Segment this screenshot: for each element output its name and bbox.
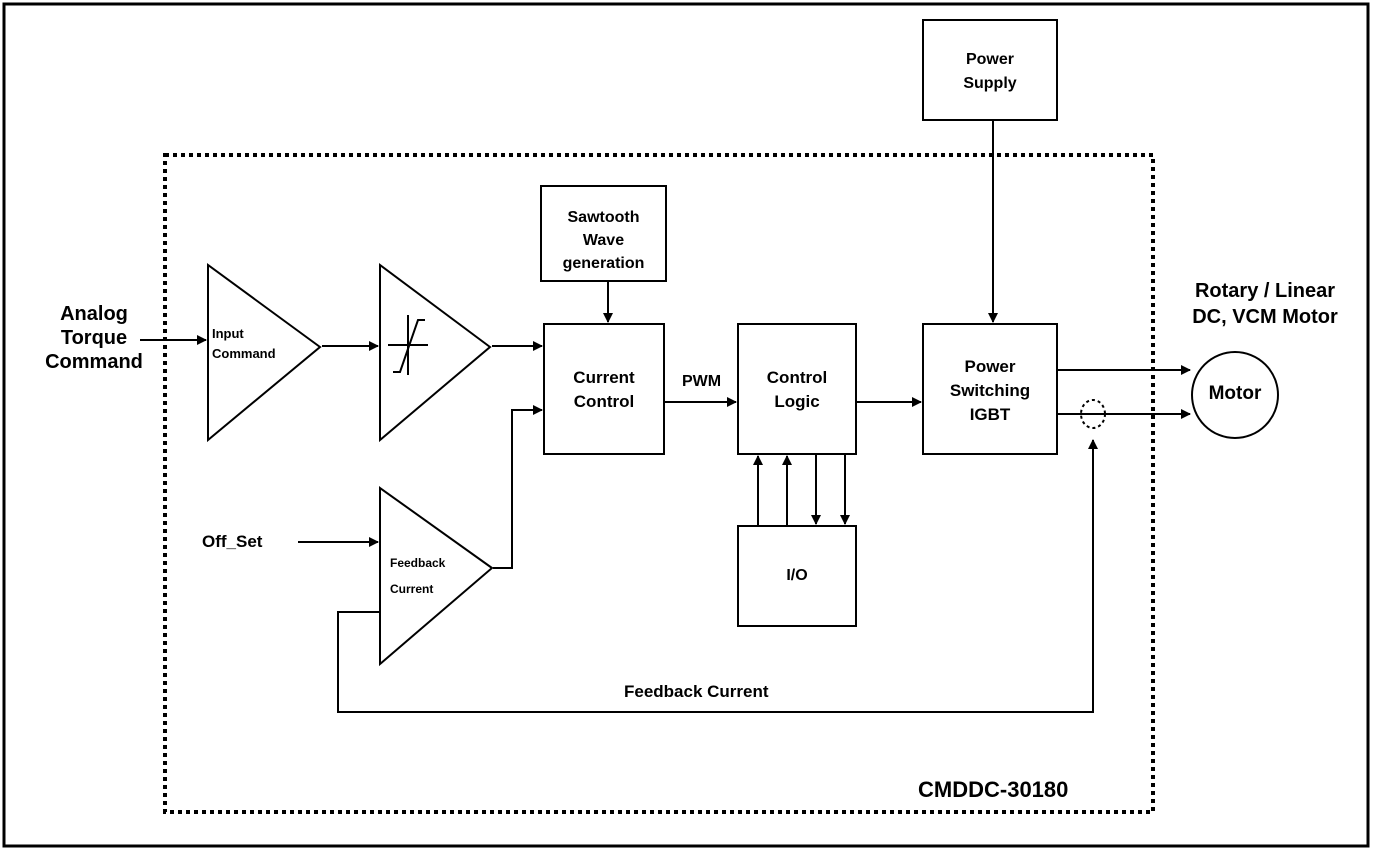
input-command-line1: Input [212, 326, 244, 341]
io-box [737, 525, 857, 627]
feedback-amp-line2: Current [390, 582, 434, 596]
control-logic-label: Control Logic [738, 366, 856, 414]
input-command-amplifier [207, 263, 322, 443]
motor-type-line2: DC, VCM Motor [1192, 306, 1338, 328]
feedback-current-loop-label: Feedback Current [624, 682, 769, 701]
motor-type-line1: Rotary / Linear [1194, 280, 1336, 302]
feedback-amp-line1: Feedback [390, 556, 446, 570]
current-control-label: Current Control [544, 366, 664, 414]
power-switching-line1: Power [964, 357, 1016, 376]
io-label: I/O [786, 567, 808, 584]
current-sensor-icon [1080, 399, 1106, 429]
pwm-label: PWM [682, 373, 722, 390]
power-switching-line3: IGBT [969, 405, 1011, 424]
feedback-current-amplifier [379, 486, 494, 667]
module-boundary [163, 153, 1155, 814]
power-supply-line1: Power [965, 51, 1014, 68]
sawtooth-box [540, 185, 667, 282]
control-logic-line1: Control [766, 368, 828, 387]
current-control-line2: Control [573, 392, 635, 411]
power-switching-line2: Switching [949, 381, 1031, 400]
control-logic-box [737, 323, 857, 455]
sawtooth-line3: generation [562, 255, 645, 272]
motor-label: Motor [1208, 383, 1262, 404]
sawtooth-line1: Sawtooth [567, 209, 640, 226]
motor-type-label: Rotary / Linear DC, VCM Motor [1160, 278, 1370, 330]
control-logic-line2: Logic [774, 392, 820, 411]
input-command-line2: Command [212, 346, 276, 361]
analog-line1: Analog [60, 303, 128, 325]
feedback-amp-label: Feedback Current [390, 550, 445, 602]
offset-label: Off_Set [202, 532, 263, 551]
analog-line3: Command [45, 351, 143, 373]
current-control-line1: Current [573, 368, 635, 387]
feedback-loop-line [337, 439, 1098, 713]
limiter-amplifier [379, 263, 492, 443]
power-supply-box [922, 19, 1058, 121]
sawtooth-label: Sawtooth Wave generation [541, 206, 666, 275]
power-switching-box [922, 323, 1058, 455]
analog-line2: Torque [60, 327, 128, 349]
input-command-label: Input Command [212, 324, 276, 364]
model-label: CMDDC-30180 [918, 777, 1069, 802]
saturation-symbol-icon [388, 315, 428, 375]
power-supply-line2: Supply [963, 75, 1017, 92]
current-control-box [543, 323, 665, 455]
motor-circle [1191, 351, 1279, 439]
sawtooth-line2: Wave [582, 232, 625, 249]
power-switching-label: Power Switching IGBT [923, 355, 1057, 427]
analog-torque-command-label: Analog Torque Command [38, 302, 150, 374]
power-supply-label: Power Supply [923, 48, 1057, 96]
feedback-to-current-control-arrow [493, 405, 543, 569]
